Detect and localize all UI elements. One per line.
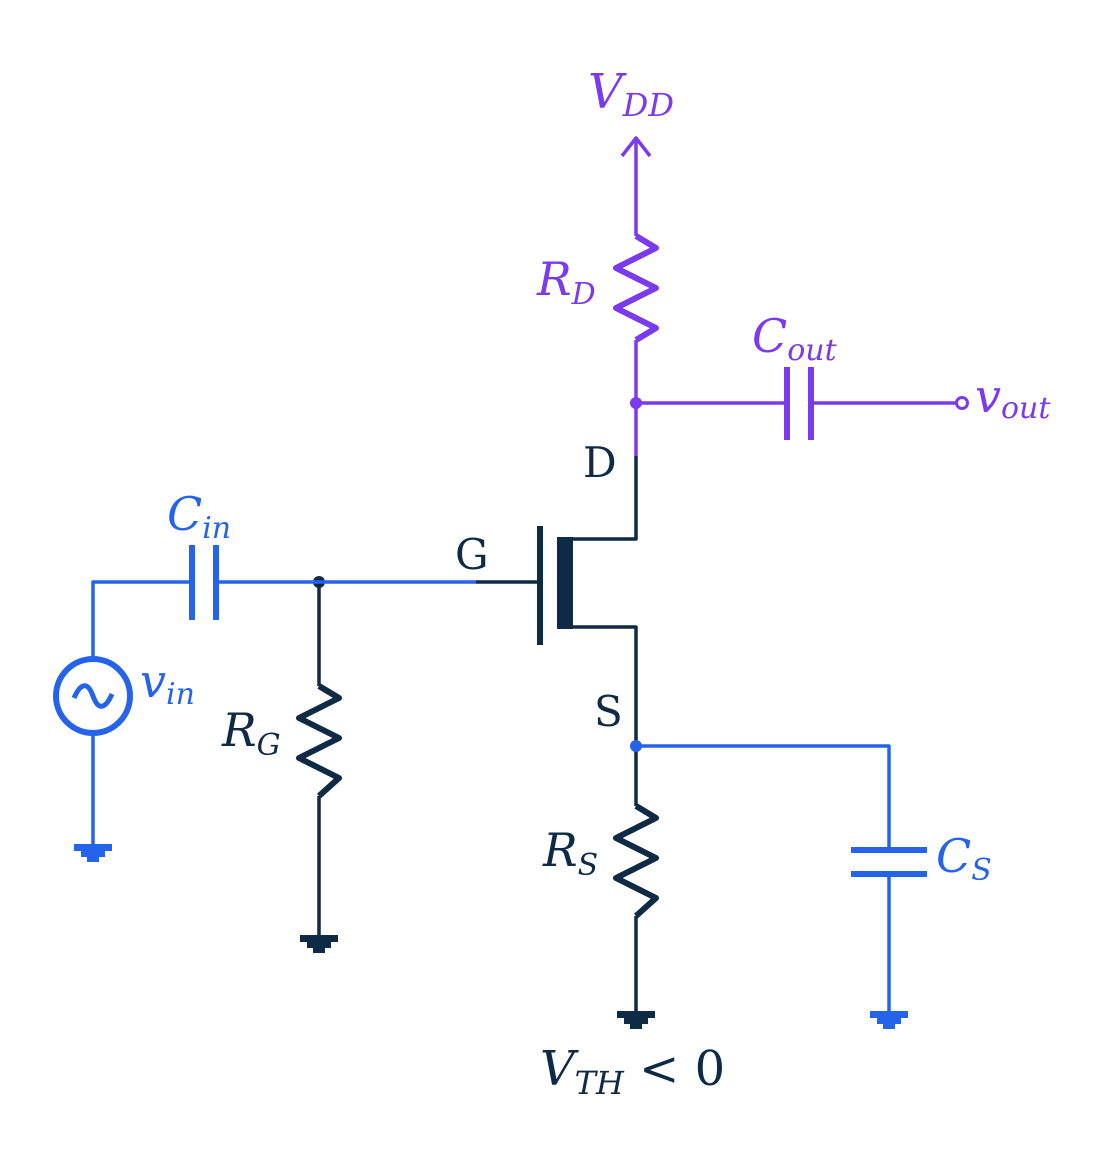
drain-terminal-label: D (583, 438, 617, 487)
vin-label: vin (140, 654, 195, 712)
rg-label: RG (221, 703, 281, 763)
supply-branch (613, 136, 956, 456)
rs-ground-icon (617, 1011, 655, 1029)
sine-wave-icon (71, 683, 115, 709)
rd-resistor (613, 233, 659, 343)
rg-ground-icon (300, 935, 338, 953)
threshold-condition-label: VTH < 0 (540, 1041, 725, 1102)
rg-resistor (296, 683, 342, 799)
gate-terminal-label: G (455, 530, 489, 579)
rd-label: RD (536, 252, 596, 312)
source-terminal-label: S (594, 687, 623, 736)
channel-bar (557, 537, 573, 629)
cs-ground-icon (870, 1011, 908, 1029)
source-node-dot (630, 740, 642, 752)
vout-terminal (955, 396, 969, 410)
cout-label: Cout (752, 309, 838, 368)
input-and-bypass (53, 545, 927, 1012)
vin-ground-icon (74, 844, 112, 862)
vout-label: vout (975, 369, 1051, 426)
rs-label: RS (542, 823, 598, 883)
vdd-label: VDD (588, 64, 674, 124)
transistor-and-resistors (296, 456, 659, 1012)
cs-label: CS (936, 829, 992, 888)
drain-lead (573, 456, 638, 541)
source-lead (573, 625, 638, 746)
cin-label: Cin (167, 487, 231, 546)
bypass-wire (636, 744, 891, 847)
input-wire-left (91, 580, 190, 659)
drain-node-dot (630, 397, 642, 409)
rs-resistor (613, 803, 659, 919)
vdd-arrow (620, 136, 652, 158)
